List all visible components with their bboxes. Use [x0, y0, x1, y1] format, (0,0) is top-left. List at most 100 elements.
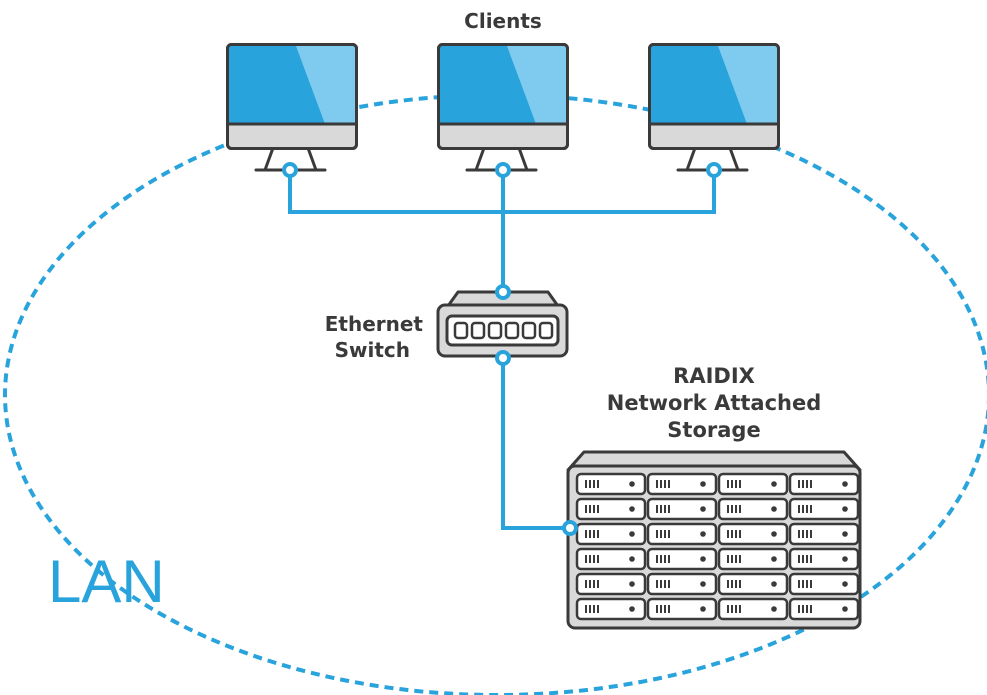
drive-led-dot: [629, 581, 635, 587]
switch-ports: [453, 321, 554, 340]
monitor-glare: [507, 46, 566, 124]
client-2: [437, 43, 569, 172]
drive-bay-frame: [646, 522, 718, 546]
drive-bay: [575, 572, 647, 596]
node-client-2: [495, 162, 511, 178]
drive-led-dot: [842, 581, 848, 587]
ethernet-switch: [436, 290, 569, 358]
drive-bay-frame: [717, 572, 789, 596]
switch-port: [470, 321, 486, 340]
drive-bay: [646, 547, 718, 571]
drive-led-dot: [842, 556, 848, 562]
drive-bay: [646, 497, 718, 521]
node-client-1: [282, 162, 298, 178]
drive-led-dot: [700, 481, 706, 487]
switch-port: [504, 321, 520, 340]
drive-led-dot: [771, 531, 777, 537]
connections: [288, 170, 716, 530]
drive-bay: [788, 572, 860, 596]
switch-port: [453, 321, 469, 340]
drive-led-dot: [629, 481, 635, 487]
drive-bay: [717, 522, 789, 546]
drive-led-dot: [771, 606, 777, 612]
drive-bay-frame: [717, 547, 789, 571]
switch-port-panel: [445, 314, 560, 347]
drive-led-dot: [771, 481, 777, 487]
drive-led-dot: [842, 606, 848, 612]
drive-bay-frame: [717, 472, 789, 496]
drive-led-dot: [629, 556, 635, 562]
node-client-3: [706, 162, 722, 178]
drive-bay: [788, 547, 860, 571]
node-switch-top: [495, 284, 511, 300]
drive-bay-frame: [717, 497, 789, 521]
drive-bay-frame: [646, 597, 718, 621]
drive-bay-frame: [788, 547, 860, 571]
drive-bay: [717, 547, 789, 571]
drive-bay: [575, 497, 647, 521]
drive-bay-frame: [646, 572, 718, 596]
nas-label-line3: Storage: [667, 418, 760, 442]
drive-led-dot: [629, 606, 635, 612]
drive-bay: [717, 572, 789, 596]
drive-bay-frame: [717, 597, 789, 621]
drive-bay: [717, 472, 789, 496]
drive-led-dot: [842, 481, 848, 487]
drive-bay: [788, 472, 860, 496]
drive-bay-frame: [646, 497, 718, 521]
drive-bay: [575, 597, 647, 621]
drive-bay: [717, 597, 789, 621]
node-nas: [562, 520, 578, 536]
drive-led-dot: [700, 556, 706, 562]
drive-led-dot: [771, 556, 777, 562]
drive-bay-frame: [646, 472, 718, 496]
drive-bay-frame: [575, 497, 647, 521]
drive-bay-frame: [717, 522, 789, 546]
drive-bay: [788, 597, 860, 621]
client-1: [226, 43, 358, 172]
drive-bay-frame: [788, 572, 860, 596]
drive-bay: [575, 547, 647, 571]
drive-led-dot: [771, 506, 777, 512]
drive-led-dot: [700, 581, 706, 587]
drive-led-dot: [700, 506, 706, 512]
drive-bay: [646, 522, 718, 546]
connection-nodes: [282, 162, 722, 536]
drive-bay-frame: [788, 497, 860, 521]
nas-label-line1: RAIDIX: [673, 364, 755, 388]
drive-bay: [575, 472, 647, 496]
switch-port: [538, 321, 554, 340]
monitor-frame: [648, 43, 780, 150]
client-3: [648, 43, 780, 172]
clients-label: Clients: [464, 9, 542, 33]
drive-led-dot: [842, 506, 848, 512]
drive-bay-frame: [788, 472, 860, 496]
monitor-glare: [718, 46, 777, 124]
lan-label: LAN: [48, 548, 165, 615]
drive-led-dot: [700, 531, 706, 537]
drive-led-dot: [771, 581, 777, 587]
drive-bay-frame: [575, 472, 647, 496]
drive-bay-frame: [575, 572, 647, 596]
monitor-glare: [296, 46, 355, 124]
drive-bay-frame: [646, 547, 718, 571]
drive-led-dot: [629, 531, 635, 537]
drive-bay: [788, 522, 860, 546]
nas-rack: [566, 450, 862, 630]
drive-bay: [646, 572, 718, 596]
switch-label-line2: Switch: [335, 338, 410, 362]
switch-port: [521, 321, 537, 340]
drive-led-dot: [842, 531, 848, 537]
drive-led-dot: [700, 606, 706, 612]
rack-drives: [575, 472, 860, 621]
drive-bay-frame: [575, 597, 647, 621]
drive-bay-frame: [788, 597, 860, 621]
switch-label-line1: Ethernet: [325, 312, 424, 336]
drive-bay: [646, 597, 718, 621]
drive-bay: [717, 497, 789, 521]
drive-bay: [788, 497, 860, 521]
node-switch-bottom: [495, 350, 511, 366]
drive-bay: [646, 472, 718, 496]
drive-bay-frame: [575, 522, 647, 546]
